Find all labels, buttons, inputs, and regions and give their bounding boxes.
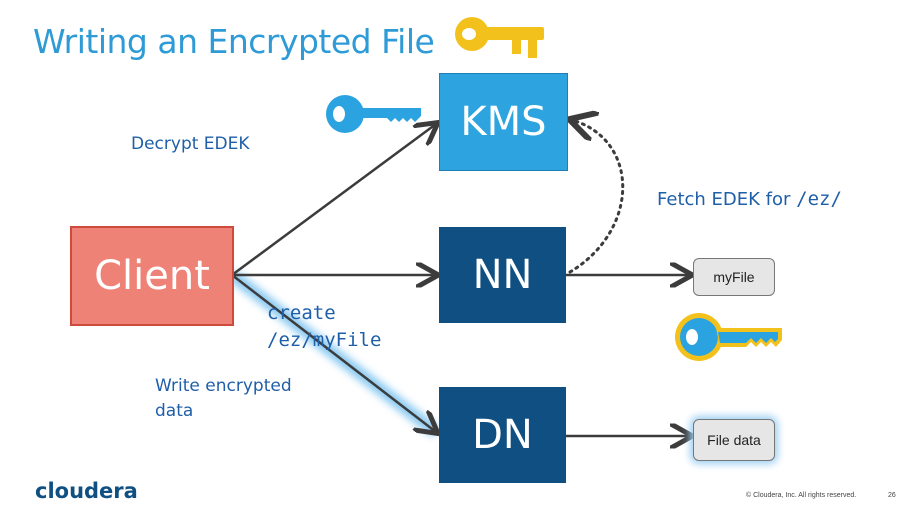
gold-key-icon <box>455 17 544 58</box>
arrow-nn-fetch-kms <box>570 120 625 274</box>
cloudera-logo: cloudera <box>35 479 138 503</box>
dn-node: DN <box>439 387 566 483</box>
write-label-line2: data <box>155 401 194 421</box>
blue-key-icon <box>326 95 421 133</box>
nn-node: NN <box>439 227 566 323</box>
arrow-client-to-dn <box>231 274 436 432</box>
client-node: Client <box>70 226 234 326</box>
write-encrypted-label: Write encrypted data <box>155 374 292 424</box>
create-label: create /ez/myFile <box>267 300 381 354</box>
write-label-line1: Write encrypted <box>155 376 292 396</box>
create-label-line1: create <box>267 302 336 324</box>
copyright-text: © Cloudera, Inc. All rights reserved. <box>746 492 857 499</box>
page-number: 26 <box>888 492 896 499</box>
kms-node: KMS <box>439 73 568 171</box>
arrow-client-to-kms <box>231 124 436 277</box>
encrypted-key-icon <box>675 313 782 361</box>
create-label-line2: /ez/myFile <box>267 329 382 351</box>
filedata-box: File data <box>693 419 775 461</box>
fetch-edek-text: Fetch EDEK for <box>657 189 797 210</box>
fetch-edek-path: /ez/ <box>796 188 842 210</box>
decrypt-edek-label: Decrypt EDEK <box>131 134 250 154</box>
slide-title: Writing an Encrypted File <box>33 22 435 61</box>
myfile-box: myFile <box>693 258 775 296</box>
fetch-edek-label: Fetch EDEK for /ez/ <box>657 188 842 210</box>
